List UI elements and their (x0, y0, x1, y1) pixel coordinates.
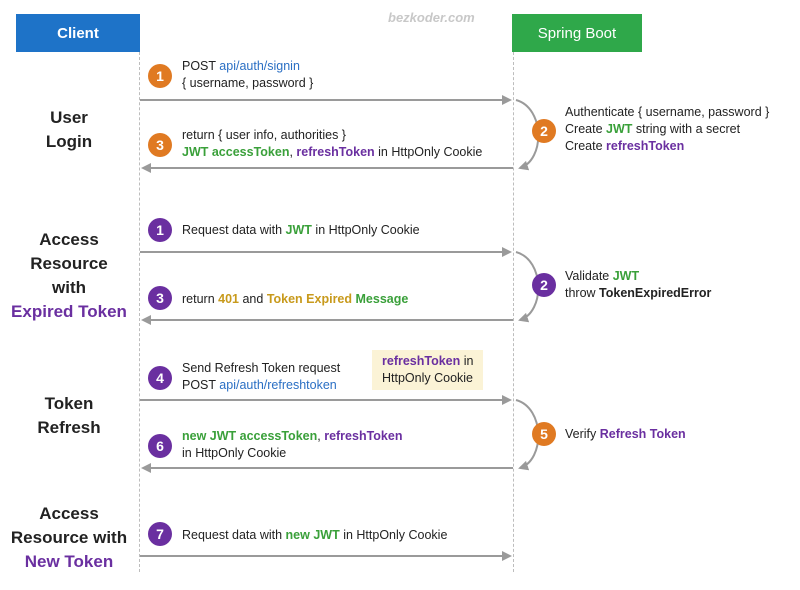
step-badge-expired-3: 3 (148, 286, 172, 310)
section-user-login: User Login (45, 108, 93, 151)
client-header: Client (16, 14, 140, 52)
client-lifeline (139, 52, 140, 572)
step-badge-refresh-4: 4 (148, 366, 172, 390)
section-token-refresh: Token Refresh (37, 394, 101, 437)
client-label: Client (57, 24, 99, 42)
step-login-1-text: POST api/auth/signin { username, passwor… (182, 59, 314, 90)
step-badge-refresh-6: 6 (148, 434, 172, 458)
server-lifeline (513, 52, 514, 572)
step-login-2-text: Authenticate { username, password } Crea… (565, 105, 770, 153)
step-refresh-6-text: new JWT accessToken, refreshToken in Htt… (182, 429, 403, 460)
section-new-token: Access Resource with New Token (10, 504, 128, 571)
watermark: bezkoder.com (388, 10, 475, 25)
spring-boot-label: Spring Boot (537, 24, 617, 42)
refresh-token-cookie-note: refreshToken in HttpOnly Cookie (372, 350, 484, 390)
step-badge-login-3: 3 (148, 133, 172, 157)
step-expired-2-text: Validate JWT throw TokenExpiredError (565, 269, 712, 300)
step-expired-3-text: return 401 and Token Expired Message (182, 292, 409, 306)
step-badge-new-7: 7 (148, 522, 172, 546)
step-badge-expired-1: 1 (148, 218, 172, 242)
section-expired-token: Access Resource with Expired Token (11, 230, 127, 321)
step-refresh-5-text: Verify Refresh Token (565, 427, 686, 441)
step-badge-expired-2: 2 (532, 273, 556, 297)
step-badge-login-1: 1 (148, 64, 172, 88)
step-new-7-text: Request data with new JWT in HttpOnly Co… (182, 528, 448, 542)
step-login-3-text: return { user info, authorities } JWT ac… (182, 128, 483, 159)
step-refresh-4-text: Send Refresh Token request POST api/auth… (182, 361, 341, 392)
step-expired-1-text: Request data with JWT in HttpOnly Cookie (182, 223, 420, 237)
spring-boot-header: Spring Boot (512, 14, 642, 52)
step-badge-refresh-5: 5 (532, 422, 556, 446)
step-badge-login-2: 2 (532, 119, 556, 143)
